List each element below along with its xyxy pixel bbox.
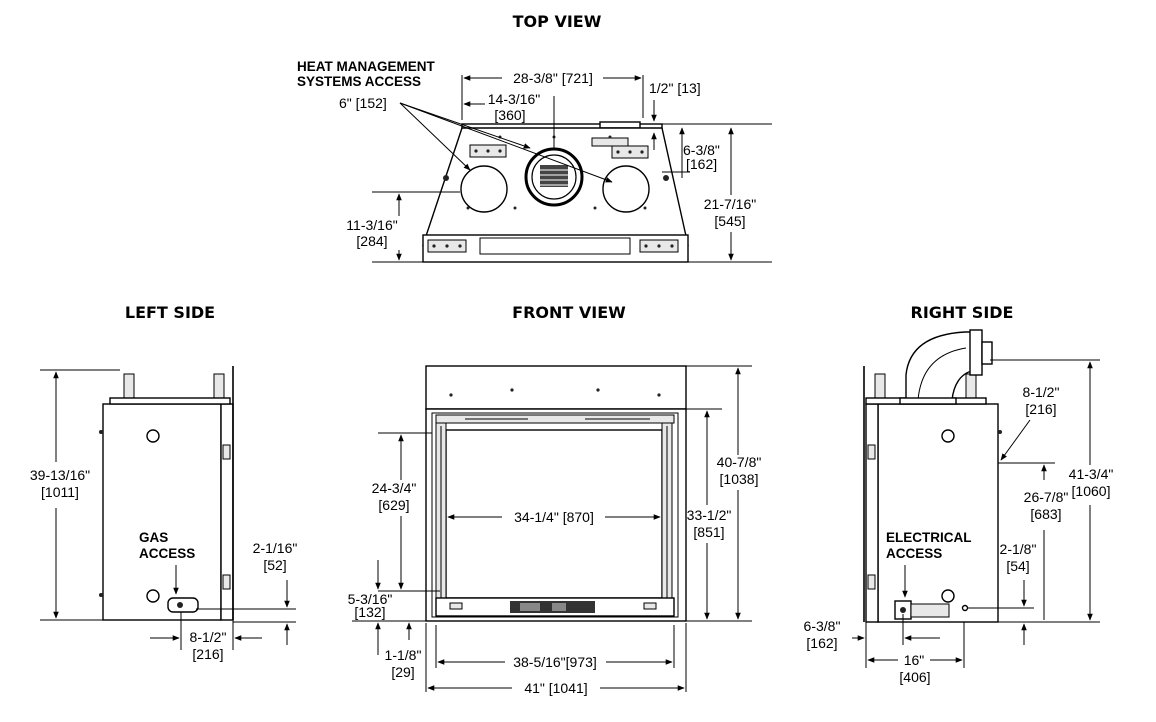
duct-leader-center [399,102,531,149]
gas-access-label-2: ACCESS [139,546,195,561]
front-base-label-2: [132] [354,604,385,620]
top-bracket-br [639,239,679,253]
right-elec-h-label-1: 2-1/8" [1000,541,1037,557]
right-elbow-label-2: [216] [1025,401,1056,417]
right-h-label-2: [683] [1030,506,1061,522]
top-left-label-2: [284] [356,233,387,249]
heat-access-label-1: HEAT MANAGEMENT [297,59,435,74]
left-hole-top [146,429,160,443]
top-bracket-tl [469,144,507,158]
right-elec-h-label-2: [54] [1006,558,1029,574]
left-gas-h-label-1: 2-1/16" [253,540,298,556]
right-vent-elbow [899,329,993,405]
front-total-h-label-1: 40-7/8" [717,454,762,470]
right-total-label-2: [1060] [1072,483,1111,499]
front-base-label-1: 5-3/16" [348,591,393,607]
left-height-label-1: 39-13/16" [30,467,90,483]
front-open-w-label: 34-1/4" [870] [514,509,594,525]
duct-leader-left [399,102,471,171]
top-collar-label-2: [162] [686,156,717,172]
top-duct-label: 6" [152] [339,95,387,111]
top-duct-left [460,165,508,213]
duct-leader-right [399,102,613,183]
left-body [102,403,222,621]
top-collar-tab [599,121,641,129]
right-total-label-1: 41-3/4" [1069,466,1114,482]
front-bottom-label-2: [29] [391,664,414,680]
left-gas-h-label-2: [52] [263,557,286,573]
right-electrical-box [894,600,950,620]
front-frame-h-label-1: 33-1/2" [687,507,732,523]
top-view-drawing: 28-3/8" [721] 14-3/16" [360] 1/2" [13] H… [297,59,772,263]
top-center-flue [524,147,584,207]
right-elec-w-label-1: 6-3/8" [804,618,841,634]
top-bracket-tr [591,137,649,159]
left-side-title: LEFT SIDE [125,303,215,322]
top-base-slot [479,237,631,255]
electrical-access-label-2: ACCESS [886,546,942,561]
front-bottom-label-1: 1-1/8" [385,647,422,663]
top-stud-right [663,175,669,181]
right-depth-label-1: 16" [904,652,925,668]
electrical-access-label-1: ELECTRICAL [886,530,972,545]
right-hole-bottom [941,589,955,603]
right-body [877,403,999,623]
right-side-drawing: ELECTRICAL ACCESS 8-1/2" [216] 26-7/8" [… [804,329,1114,685]
front-open-h-label-2: [629] [378,497,409,513]
right-side-title: RIGHT SIDE [911,303,1014,322]
right-hole-top [941,429,955,443]
right-elec-w-label-2: [162] [806,635,837,651]
front-inner-w-label: 38-5/16"[973] [513,654,597,670]
top-duct-right [602,165,650,213]
top-stud-left [443,175,449,181]
front-hood [425,365,687,410]
left-side-drawing: 39-13/16" [1011] GAS ACCESS 2-1/16" [52]… [30,366,297,662]
right-depth-label-2: [406] [899,669,930,685]
top-half-label-1: 14-3/16" [488,91,540,107]
front-frame-h-label-2: [851] [693,524,724,540]
front-total-w-label: 41" [1041] [524,680,587,696]
left-height-label-2: [1011] [41,484,79,500]
gas-access-label-1: GAS [139,530,168,545]
right-elbow-label-1: 8-1/2" [1023,384,1060,400]
front-open-h-label-1: 24-3/4" [372,480,417,496]
heat-access-label-2: SYSTEMS ACCESS [297,74,421,89]
right-elbow-arrow [1000,419,1031,461]
left-gas-w-label-1: 8-1/2" [190,629,227,645]
front-total-h-label-2: [1038] [720,471,759,487]
front-view-title: FRONT VIEW [512,303,626,322]
front-view-drawing: 24-3/4" [629] 34-1/4" [870] 5-3/16" [132… [348,365,762,696]
top-left-label-1: 11-3/16" [346,217,397,233]
top-half-label-2: [360] [494,107,525,123]
top-view-title: TOP VIEW [513,12,602,31]
top-depth-label-2: [545] [714,213,745,229]
top-offset-label: 1/2" [13] [649,80,701,96]
left-hole-bottom [146,589,160,603]
top-bracket-bl [427,239,467,253]
right-h-label-1: 26-7/8" [1024,489,1069,505]
left-gas-w-label-2: [216] [192,646,223,662]
top-collar-label-1: 6-3/8" [683,142,720,158]
top-depth-label-1: 21-7/16" [704,196,756,212]
top-width-label: 28-3/8" [721] [513,70,593,86]
front-glass [445,429,663,599]
